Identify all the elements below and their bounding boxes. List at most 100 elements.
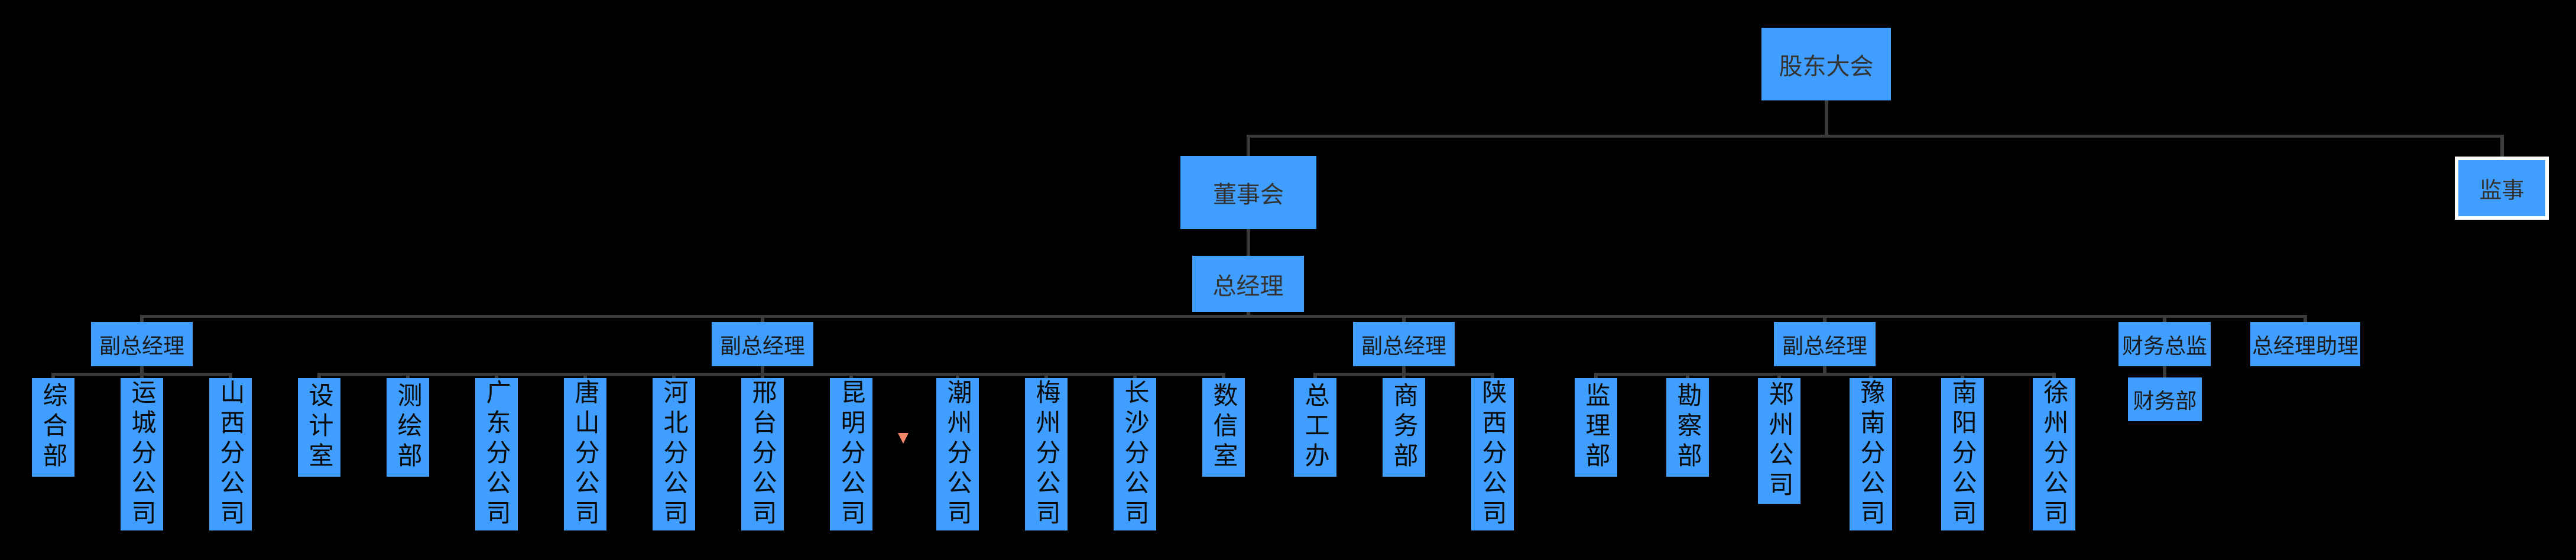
node-label: 总工办 [1302,382,1329,473]
node-label: 广东分公司 [483,379,511,530]
connector-line [761,366,764,376]
node-dept-shangwubu[interactable]: 商务部 [1383,378,1425,477]
node-label: 商务部 [1390,382,1418,473]
node-general-manager[interactable]: 总经理 [1192,256,1304,312]
node-label: 昆明分公司 [838,379,865,530]
connector-line [317,373,321,380]
node-dept-xuzhou[interactable]: 徐州分公司 [2033,378,2075,530]
node-label: 测绘部 [394,382,422,473]
node-dept-shejishi[interactable]: 设计室 [298,378,340,477]
connector-line [761,315,764,322]
node-dept-jianlibu[interactable]: 监理部 [1575,378,1617,477]
connector-line [1869,373,1873,380]
node-label: 河北分公司 [660,379,688,530]
node-label: 设计室 [306,382,333,473]
node-dept-meizhou[interactable]: 梅州分公司 [1025,378,1068,530]
node-dept-shuxinshi[interactable]: 数信室 [1202,378,1245,477]
node-gm-assistant[interactable]: 总经理助理 [2250,322,2360,366]
node-dept-chaozhou[interactable]: 潮州分公司 [936,378,979,530]
connector-line [140,366,144,376]
node-label: 潮州分公司 [944,379,972,530]
node-label: 财务部 [2133,389,2197,413]
connector-line [1825,100,1828,138]
node-deputy-gm-1[interactable]: 副总经理 [91,322,193,366]
connector-line [1594,373,1598,380]
node-deputy-gm-3[interactable]: 副总经理 [1353,322,1455,366]
node-label: 邢台分公司 [749,379,777,530]
connector-line [1222,373,1225,380]
connector-line [849,373,853,380]
node-dept-guangdong[interactable]: 广东分公司 [475,378,518,530]
node-label: 股东大会 [1779,53,1874,80]
node-dept-cehuibu[interactable]: 测绘部 [387,378,429,477]
node-dept-caiwubu[interactable]: 财务部 [2128,377,2202,421]
connector-line [761,373,764,380]
node-supervisor[interactable]: 监事 [2455,157,2549,220]
node-dept-yuncheng[interactable]: 运城分公司 [121,378,163,530]
connector-line [406,373,410,380]
node-shareholders-meeting[interactable]: 股东大会 [1761,28,1891,100]
connector-line [1247,229,1250,256]
connector-line [2052,373,2056,380]
node-label: 综合部 [40,382,67,473]
connector-line [1961,373,1964,380]
node-dept-shaanxi[interactable]: 陕西分公司 [1471,378,1514,530]
connector-line [51,373,55,380]
connector-line [1247,135,1250,156]
node-dept-zhengzhou[interactable]: 郑州公司 [1758,378,1800,504]
connector-line [1491,373,1494,380]
connector-line [1313,373,1317,380]
connector-line [1686,373,1689,380]
connector-line [1402,315,1406,322]
node-deputy-gm-4[interactable]: 副总经理 [1774,322,1876,366]
node-label: 副总经理 [1361,333,1446,358]
node-label: 长沙分公司 [1121,379,1149,530]
connector-line [229,373,232,380]
node-dept-zonggongban[interactable]: 总工办 [1294,378,1336,477]
node-dept-zonghebu[interactable]: 综合部 [32,378,74,477]
collapse-marker-icon[interactable] [898,433,909,444]
connector-line [1402,366,1406,376]
node-dept-nanyang[interactable]: 南阳分公司 [1941,378,1984,530]
node-label: 总经理助理 [2251,333,2358,358]
node-label: 山西分公司 [217,379,245,530]
connector-line [672,373,676,380]
node-label: 梅州分公司 [1033,379,1060,530]
node-label: 副总经理 [719,333,805,358]
node-label: 董事会 [1213,182,1284,208]
node-dept-kanchabu[interactable]: 勘察部 [1666,378,1709,477]
connector-line [1823,366,1826,376]
node-label: 副总经理 [1782,333,1867,358]
connector-line [1777,373,1781,380]
node-dept-yunan[interactable]: 豫南分公司 [1850,378,1892,530]
node-cfo[interactable]: 财务总监 [2118,322,2211,366]
node-label: 陕西分公司 [1479,379,1507,530]
node-label: 财务总监 [2121,333,2207,358]
node-label: 监理部 [1582,382,1610,473]
node-label: 数信室 [1210,382,1238,473]
node-dept-tangshan[interactable]: 唐山分公司 [564,378,606,530]
connector-line [1248,135,2502,138]
connector-line [1402,373,1406,380]
node-dept-shanxi[interactable]: 山西分公司 [209,378,252,530]
connector-line [1247,312,1250,318]
connector-line [140,373,144,380]
node-dept-xingtai[interactable]: 邢台分公司 [741,378,784,530]
connector-line [2304,315,2307,322]
connector-line [1044,373,1048,380]
node-label: 副总经理 [99,333,184,358]
connector-line [495,373,498,380]
connector-line [2163,366,2166,377]
node-dept-changsha[interactable]: 长沙分公司 [1114,378,1156,530]
node-label: 唐山分公司 [572,379,599,530]
node-dept-kunming[interactable]: 昆明分公司 [830,378,872,530]
node-board-of-directors[interactable]: 董事会 [1180,156,1316,229]
node-label: 总经理 [1212,273,1284,299]
node-deputy-gm-2[interactable]: 副总经理 [712,322,813,366]
node-dept-hebei[interactable]: 河北分公司 [653,378,695,530]
node-label: 运城分公司 [128,379,156,530]
connector-line [956,373,959,380]
node-label: 南阳分公司 [1949,379,1977,530]
connector-line [142,315,2305,318]
